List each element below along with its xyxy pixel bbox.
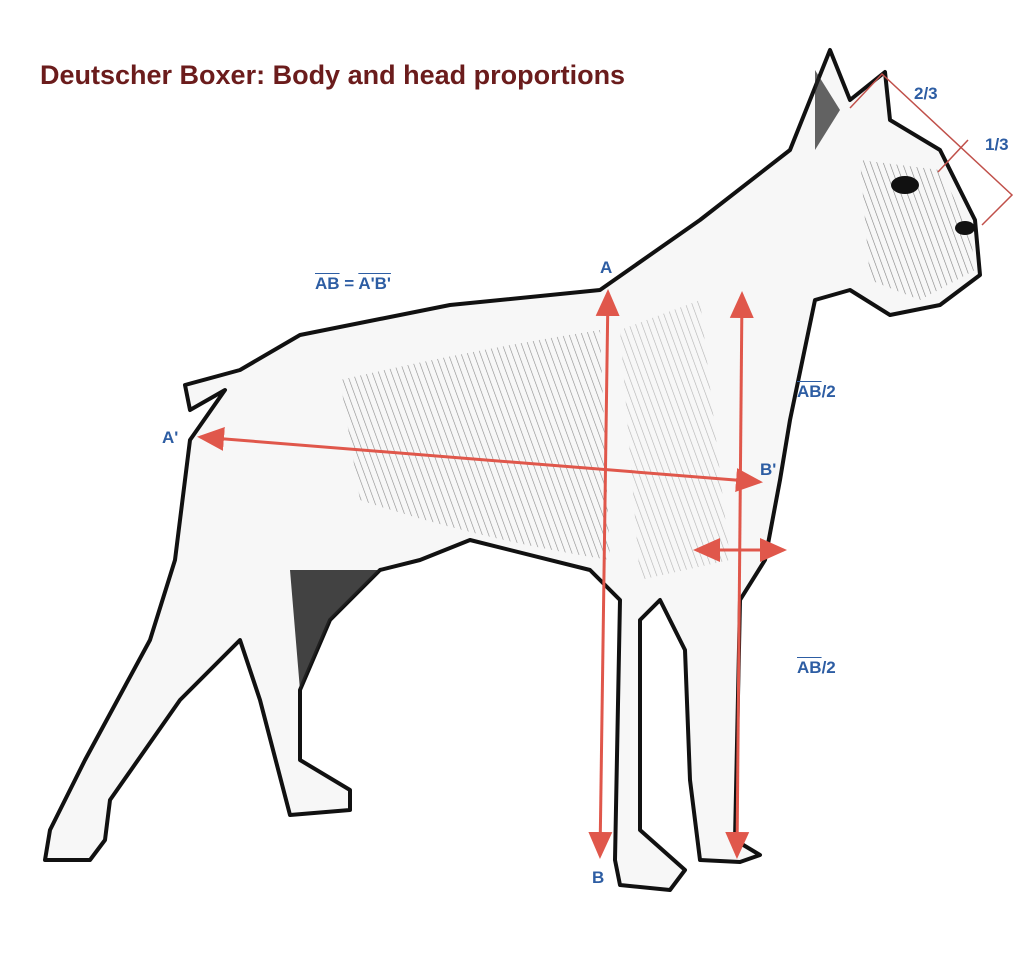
equation-right: A'B' <box>358 274 391 293</box>
segment-ab: AB <box>797 382 822 401</box>
label-point-a: A <box>600 258 613 277</box>
label-half-ab-upper: AB/2 <box>797 382 836 402</box>
arrow-a-prime-b-prime <box>197 426 763 493</box>
arrow-height-right <box>725 291 754 859</box>
equation-ab-equals-a-prime-b-prime: AB = A'B' <box>315 274 391 294</box>
head-proportion-box <box>849 72 1014 226</box>
label-point-a-prime: A' <box>162 428 179 447</box>
equation-left: AB <box>315 274 340 293</box>
measurement-arrows <box>197 289 787 859</box>
page-title: Deutscher Boxer: Body and head proportio… <box>40 60 626 90</box>
arrow-ab <box>588 289 620 859</box>
half-suffix: /2 <box>821 658 836 677</box>
label-half-ab-lower: AB/2 <box>797 658 836 678</box>
label-point-b: B <box>592 868 605 887</box>
segment-ab: AB <box>797 658 822 677</box>
equation-sign: = <box>344 274 355 293</box>
label-head-one-third: 1/3 <box>985 135 1009 154</box>
label-head-two-thirds: 2/3 <box>914 84 938 103</box>
half-suffix: /2 <box>821 382 836 401</box>
boxer-dog-illustration <box>43 48 982 892</box>
label-point-b-prime: B' <box>760 460 777 479</box>
